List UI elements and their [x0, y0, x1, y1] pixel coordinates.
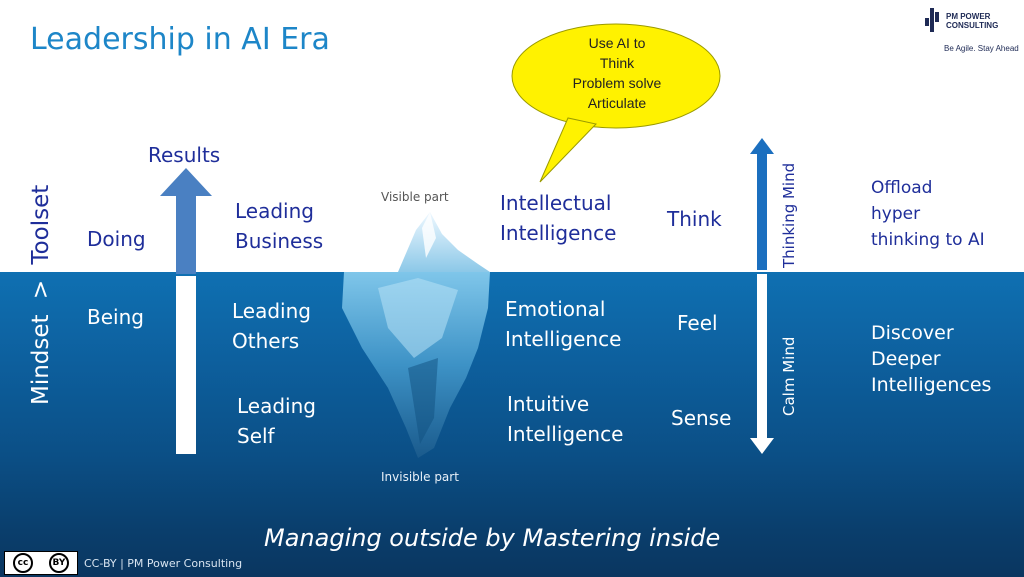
leading-business-label: Leading Business	[235, 199, 324, 253]
intellectual-intelligence-label: Intellectual Intelligence	[500, 191, 617, 245]
cc-icon: cc	[13, 553, 33, 573]
doing-label: Doing	[87, 227, 146, 251]
logo-mark-icon	[925, 8, 939, 32]
logo-tagline: Be Agile. Stay Ahead	[944, 44, 1019, 53]
mind-arrow	[750, 138, 774, 454]
offload-thinking-label: Offload hyper thinking to AI	[871, 178, 985, 250]
tagline: Managing outside by Mastering inside	[264, 524, 721, 552]
invisible-part-label: Invisible part	[381, 470, 459, 484]
footer: cc BY CC-BY | PM Power Consulting	[4, 551, 242, 575]
thinking-mind-label: Thinking Mind	[780, 162, 798, 268]
by-icon: BY	[49, 553, 69, 573]
intuitive-intelligence-label: Intuitive Intelligence	[507, 392, 624, 446]
sense-label: Sense	[671, 406, 732, 430]
speech-bubble	[511, 23, 721, 183]
logo: PM POWER CONSULTING Be Agile. Stay Ahead	[920, 6, 1019, 56]
calm-mind-label: Calm Mind	[780, 336, 798, 416]
mindset-toolset-axis: Mindset > Toolset	[28, 185, 54, 405]
bubble-line-1: Use AI to	[588, 35, 646, 51]
cc-by-badge[interactable]: cc BY	[4, 551, 78, 575]
results-arrow	[160, 168, 212, 454]
bubble-line-4: Articulate	[587, 95, 647, 111]
slide-title: Leadership in AI Era	[30, 22, 330, 57]
visible-part-label: Visible part	[381, 190, 449, 204]
logo-brand: PM POWER CONSULTING	[946, 12, 999, 30]
axis-separator: >	[28, 279, 54, 300]
being-label: Being	[87, 305, 144, 329]
think-label: Think	[667, 207, 722, 231]
footer-license-text: CC-BY | PM Power Consulting	[84, 556, 243, 570]
leading-self-label: Leading Self	[237, 394, 316, 448]
sea-background	[0, 272, 1024, 577]
toolset-label: Toolset	[28, 184, 54, 265]
feel-label: Feel	[677, 311, 718, 335]
emotional-intelligence-label: Emotional Intelligence	[505, 297, 622, 351]
discover-intelligences-label: Discover Deeper Intelligences	[871, 322, 992, 396]
bubble-line-3: Problem solve	[572, 75, 662, 91]
results-label: Results	[148, 143, 221, 167]
iceberg-image	[342, 212, 490, 458]
mindset-label: Mindset	[28, 314, 54, 405]
bubble-line-2: Think	[599, 55, 635, 71]
speech-bubble-text: Use AI to Think Problem solve Articulate	[540, 33, 694, 113]
leading-others-label: Leading Others	[232, 299, 311, 353]
